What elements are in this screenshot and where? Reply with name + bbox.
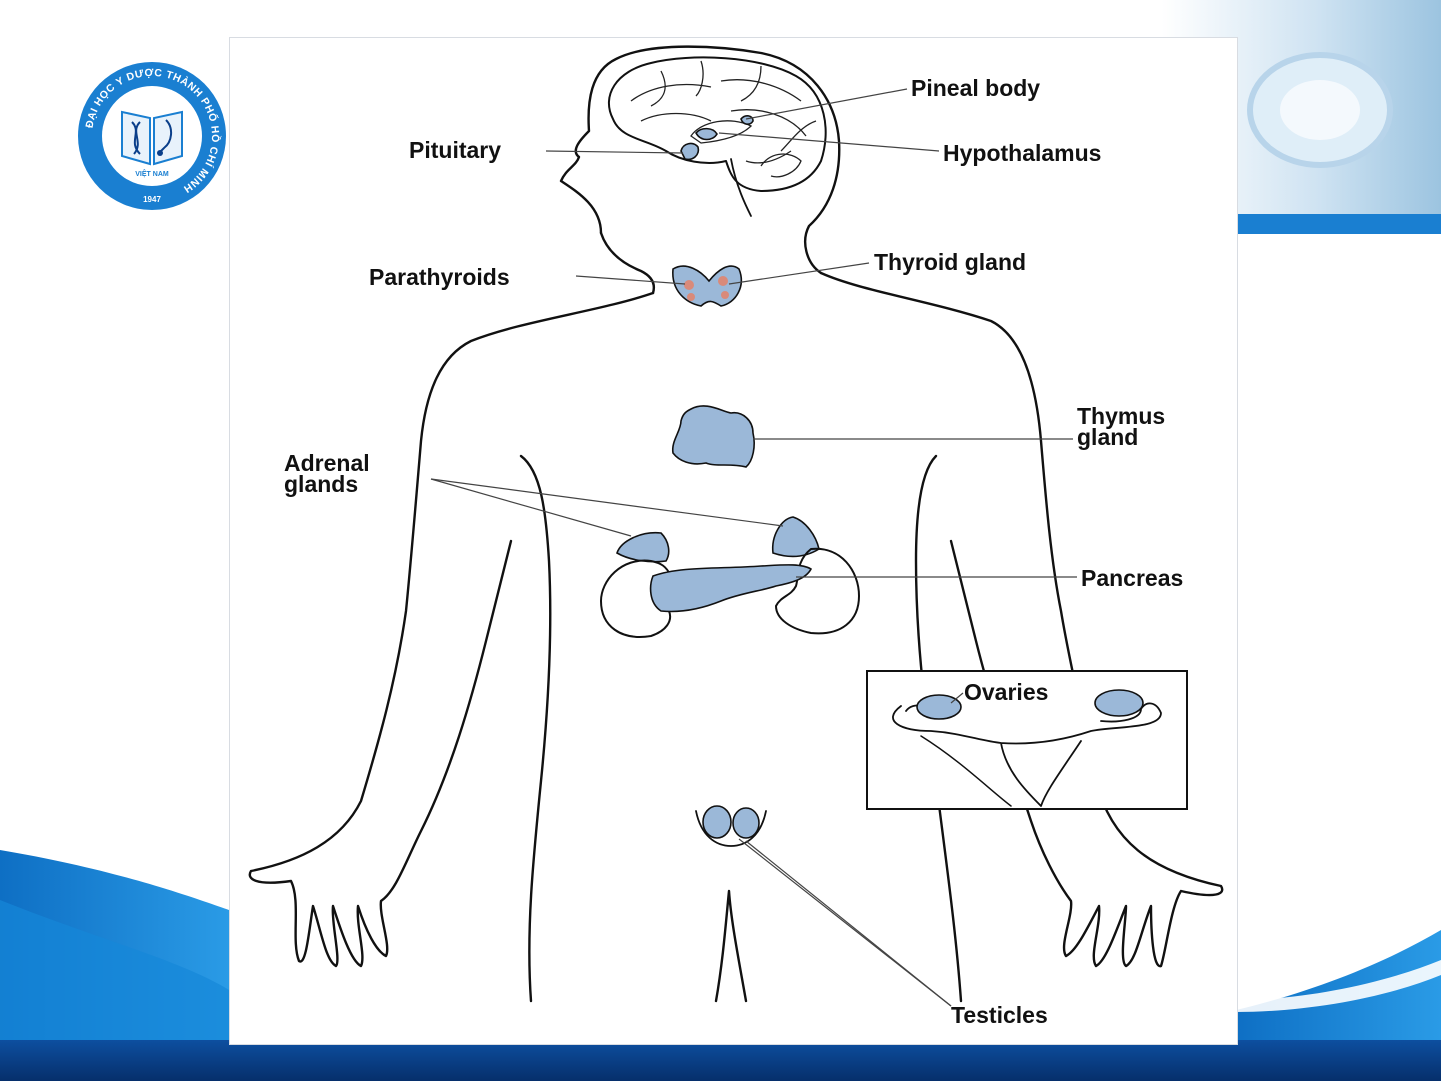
label-ovaries: Ovaries [964,679,1048,705]
hypothalamus [696,129,717,140]
pancreas [651,565,811,612]
leader-lines [431,89,1077,1006]
ovary-left [917,695,961,719]
legs [716,891,746,1001]
logo-year: 1947 [143,195,161,204]
thymus-gland [673,406,754,467]
logo-country: VIỆT NAM [135,169,169,178]
adrenal-gland-left [617,533,669,562]
torso-left [521,456,550,1001]
neck-left [601,233,654,293]
adrenal-gland-right [773,517,819,556]
kidney-right [776,549,859,634]
label-thyroid-gland: Thyroid gland [874,249,1026,275]
body-outline-right [821,273,1222,966]
label-pineal-body: Pineal body [911,75,1040,101]
ovary-right [1095,690,1143,716]
label-pituitary: Pituitary [409,137,501,163]
thyroid-gland [673,266,741,306]
university-logo: ĐẠI HỌC Y DƯỢC THÀNH PHỐ HỒ CHÍ MINH VIỆ… [76,60,228,212]
label-thymus-line2: gland [1077,424,1138,450]
testicle-right [733,808,759,838]
pituitary-gland [681,144,698,160]
pineal-body [741,116,753,124]
parathyroid-1 [684,280,694,290]
label-pancreas: Pancreas [1081,565,1183,591]
body-outline-left [250,293,653,966]
endocrine-diagram: Pineal body Pituitary Hypothalamus Parat… [229,37,1238,1045]
parathyroid-2 [718,276,728,286]
label-adrenal-line2: glands [284,471,358,497]
testicle-left [703,806,731,838]
label-hypothalamus: Hypothalamus [943,140,1101,166]
label-testicles: Testicles [951,1002,1048,1028]
label-parathyroids: Parathyroids [369,264,510,290]
